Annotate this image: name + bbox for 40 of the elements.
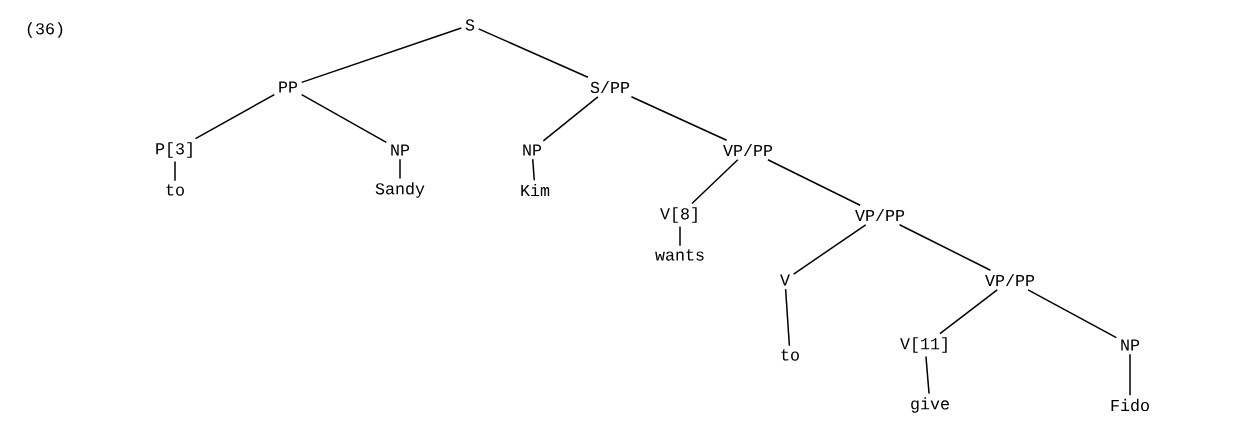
tree-label: Kim <box>521 183 550 197</box>
tree-label: NP <box>1121 339 1140 351</box>
tree-label: NP <box>523 144 542 156</box>
tree-label: to <box>166 184 184 196</box>
tree-label: wants <box>655 249 704 261</box>
tree-label: V[11] <box>900 337 947 353</box>
tree-label: S/PP <box>590 80 630 94</box>
tree-label: VP/PP <box>985 273 1035 287</box>
branch-line <box>898 224 992 271</box>
tree-label: NP <box>391 144 410 156</box>
tree-label: S <box>465 19 475 31</box>
branch-line <box>1027 289 1118 339</box>
branch-line <box>531 158 536 182</box>
branch-line <box>399 158 401 180</box>
branch-line <box>300 93 388 144</box>
branch-line <box>300 27 463 84</box>
branch-line <box>194 93 276 140</box>
branch-line <box>939 289 998 335</box>
example-number: (36) <box>27 22 63 38</box>
tree-label: give <box>911 397 949 413</box>
tree-label: V <box>780 274 790 286</box>
branch-line <box>792 224 867 275</box>
branch-line <box>477 28 589 78</box>
tree-label: PP <box>279 81 298 93</box>
tree-label: P[3] <box>156 142 192 158</box>
tree-label: Fido <box>1111 398 1149 412</box>
branch-line <box>174 160 176 182</box>
branch-line <box>542 96 599 142</box>
branch-line <box>679 225 681 247</box>
branch-line <box>1129 353 1131 396</box>
branch-line <box>925 355 930 395</box>
branch-line <box>630 96 728 141</box>
branch-line <box>691 159 739 205</box>
tree-label: VP/PP <box>723 143 773 157</box>
branch-line <box>784 288 791 347</box>
tree-label: VP/PP <box>855 208 905 222</box>
tree-label: Sandy <box>375 182 425 198</box>
tree-label: V[8] <box>660 207 697 223</box>
tree-label: to <box>781 349 799 361</box>
branch-line <box>767 159 861 206</box>
